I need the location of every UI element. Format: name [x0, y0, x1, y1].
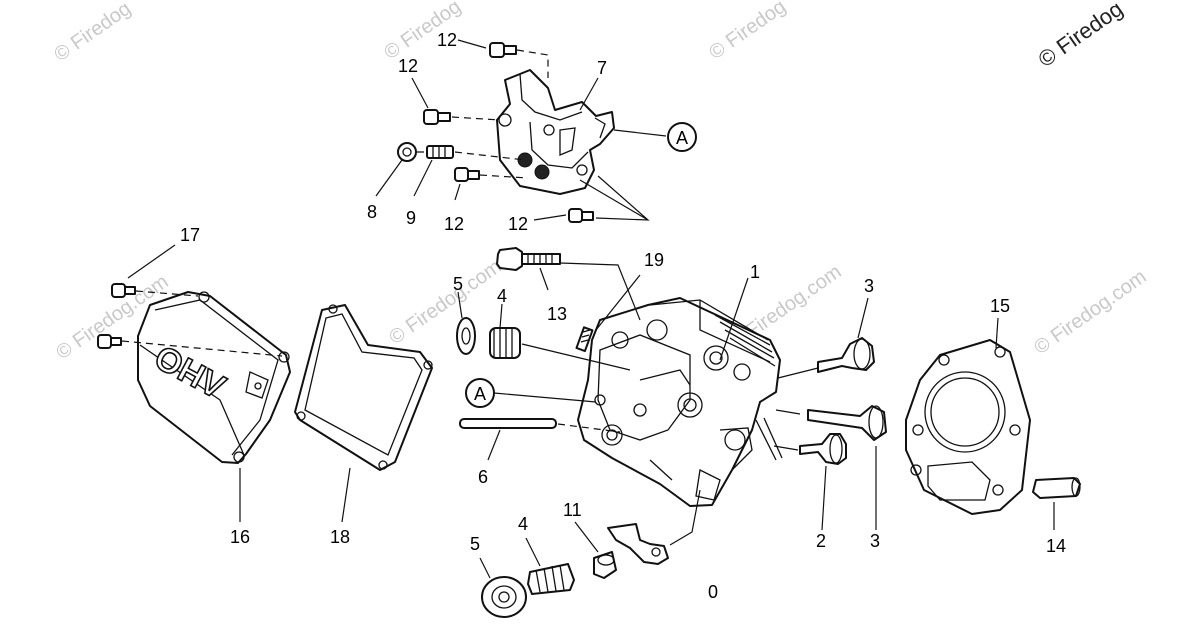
callout-1: 1: [750, 262, 760, 282]
adjuster-part-9: [426, 145, 454, 159]
reference-label: A: [676, 128, 688, 148]
watermark-text: © Firedog.com: [1030, 266, 1150, 359]
watermark-copyright: © Firedog: [1034, 0, 1128, 72]
callout-10: 0: [708, 582, 718, 602]
head-gasket-part-15: [905, 339, 1031, 515]
pushrod-guide-part-19: [575, 326, 594, 353]
callout-13: 13: [547, 304, 567, 324]
callout-12: 12: [398, 56, 418, 76]
valve-part-3-lower: [807, 405, 887, 441]
callout-7: 7: [597, 58, 607, 78]
callout-14: 14: [1046, 536, 1066, 556]
spring-retainer-part-5-lower: [481, 576, 527, 618]
reference-label: A: [474, 384, 486, 404]
watermark-text: © Firedog: [50, 0, 135, 66]
reference-marker-a-middle: A: [465, 378, 495, 408]
bolt-part-12-middle: [454, 167, 480, 182]
leader-lines: [239, 39, 1055, 579]
callout-19: 19: [644, 250, 664, 270]
cylinder-head-part-1: [577, 297, 783, 507]
valve-cover-part-16: OHV: [137, 291, 291, 464]
callout-3: 3: [870, 531, 880, 551]
callout-5: 5: [453, 274, 463, 294]
callout-6: 6: [478, 467, 488, 487]
bolt-part-12-left: [423, 109, 451, 125]
valve-rotator-part-10: [607, 523, 669, 565]
cover-gasket-part-18: [294, 304, 433, 471]
bolt-part-17-top: [111, 283, 136, 298]
dowel-pin-part-14: [1032, 477, 1081, 499]
callout-17: 17: [180, 225, 200, 245]
bolt-part-12-right: [568, 208, 594, 223]
valve-spring-part-4-upper: [489, 327, 521, 359]
watermark-text: © Firedog: [705, 0, 790, 64]
spring-retainer-part-5-upper: [456, 317, 476, 355]
bolt-part-12-top: [489, 42, 517, 58]
valve-part-2: [799, 433, 847, 465]
valve-part-3-upper: [817, 337, 875, 373]
callout-5: 5: [470, 534, 480, 554]
reference-marker-a-top: A: [667, 122, 697, 152]
watermark-text: © Firedog.com: [385, 256, 505, 349]
callout-12: 12: [508, 214, 528, 234]
rocker-bracket-part-7: [496, 69, 615, 195]
callout-labels: 12 7 12 8 9 12 12 17 19 1 3 15 5 4 13 6 …: [180, 30, 1066, 602]
callout-3: 3: [864, 276, 874, 296]
bolt-part-17-bottom: [97, 334, 122, 349]
callout-9: 9: [406, 208, 416, 228]
callout-11: 11: [563, 500, 582, 520]
nut-part-8: [397, 142, 417, 162]
callout-18: 18: [330, 527, 350, 547]
valve-spring-part-4-lower: [527, 563, 575, 595]
pushrod-part-6: [459, 418, 557, 429]
callout-16: 16: [230, 527, 250, 547]
callout-12: 12: [437, 30, 457, 50]
callout-4: 4: [518, 514, 528, 534]
callout-15: 15: [990, 296, 1010, 316]
callout-4: 4: [497, 286, 507, 306]
callout-8: 8: [367, 202, 377, 222]
callout-12: 12: [444, 214, 464, 234]
callout-2: 2: [816, 531, 826, 551]
head-bolt-part-13: [496, 247, 561, 271]
valve-seal-part-11: [593, 551, 617, 579]
